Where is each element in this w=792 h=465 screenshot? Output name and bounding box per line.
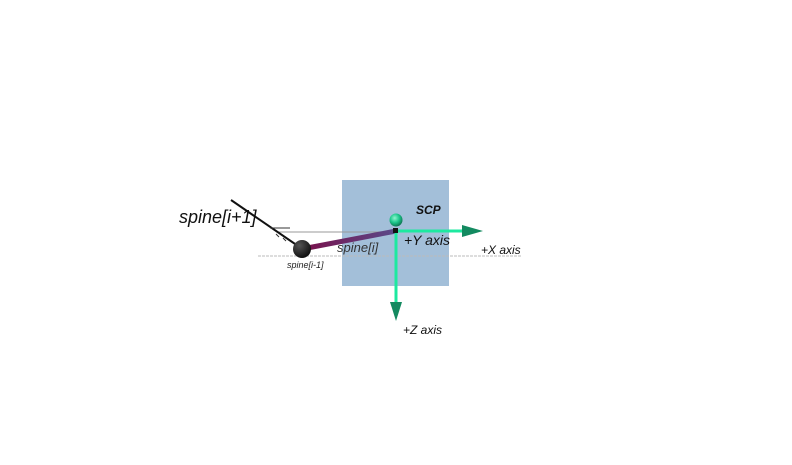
label-y-axis: +Y axis (404, 232, 450, 248)
origin-point (393, 228, 398, 233)
x-axis-arrowhead (462, 225, 483, 237)
label-x-axis: +X axis (481, 243, 521, 257)
angle-mark (270, 227, 290, 242)
spine-segment (301, 228, 397, 252)
label-scp: SCP (416, 203, 442, 217)
spine-current-joint (389, 213, 403, 227)
label-spine-next: spine[i+1] (179, 207, 258, 227)
spine-next-line (230, 199, 299, 247)
label-spine-current: spine[i] (337, 240, 379, 255)
label-z-axis: +Z axis (403, 323, 442, 337)
spine-prev-joint (293, 240, 311, 258)
label-spine-prev: spine[i-1] (287, 260, 324, 270)
z-axis-arrowhead (390, 302, 402, 321)
